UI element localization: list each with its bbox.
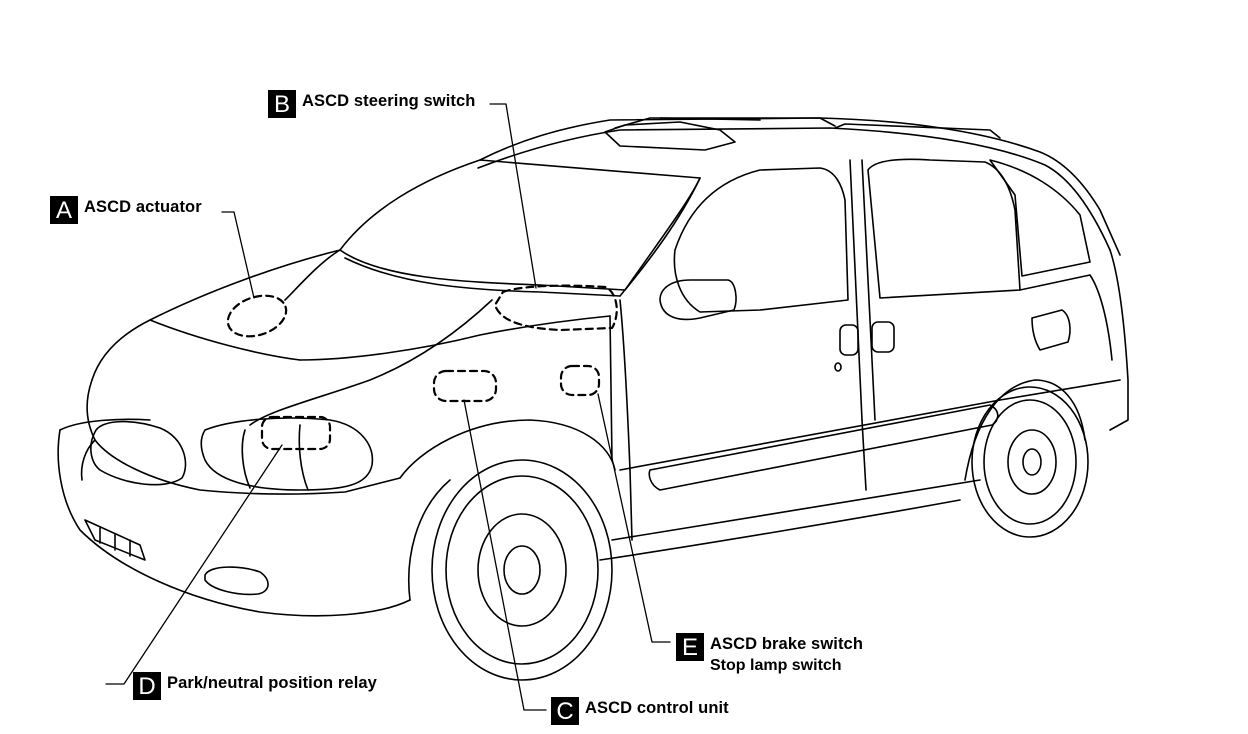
- callout-ascd-steering-switch: B ASCD steering switch: [268, 90, 475, 118]
- badge-d: D: [133, 672, 161, 700]
- label-park-neutral-position-relay: Park/neutral position relay: [167, 674, 377, 692]
- leader-e: [597, 393, 671, 643]
- label-ascd-steering-switch: ASCD steering switch: [302, 92, 476, 110]
- label-ascd-brake-switch: ASCD brake switch: [710, 635, 863, 653]
- badge-e: E: [676, 633, 704, 661]
- leader-a: [221, 211, 255, 299]
- label-ascd-control-unit: ASCD control unit: [585, 699, 729, 717]
- actuator-location: [226, 294, 288, 338]
- control-unit-location: [432, 369, 498, 403]
- leader-b: [489, 103, 537, 289]
- vehicle-body: [57, 117, 1129, 681]
- callout-ascd-control-unit: C ASCD control unit: [551, 697, 729, 725]
- label-stop-lamp-switch: Stop lamp switch: [710, 657, 842, 674]
- leader-d: [105, 444, 283, 685]
- callout-park-neutral-position-relay: D Park/neutral position relay: [133, 672, 377, 700]
- leader-c: [463, 399, 547, 711]
- component-highlights: [226, 284, 618, 451]
- relay-location: [260, 415, 332, 451]
- steering-switch-location: [493, 284, 618, 332]
- badge-c: C: [551, 697, 579, 725]
- badge-b: B: [268, 90, 296, 118]
- callout-ascd-brake-switch: E ASCD brake switch Stop lamp switch: [676, 633, 863, 677]
- brake-switch-location: [559, 364, 601, 397]
- callout-ascd-actuator: A ASCD actuator: [50, 196, 202, 224]
- label-ascd-actuator: ASCD actuator: [84, 198, 202, 216]
- badge-a: A: [50, 196, 78, 224]
- leader-lines: [105, 103, 671, 711]
